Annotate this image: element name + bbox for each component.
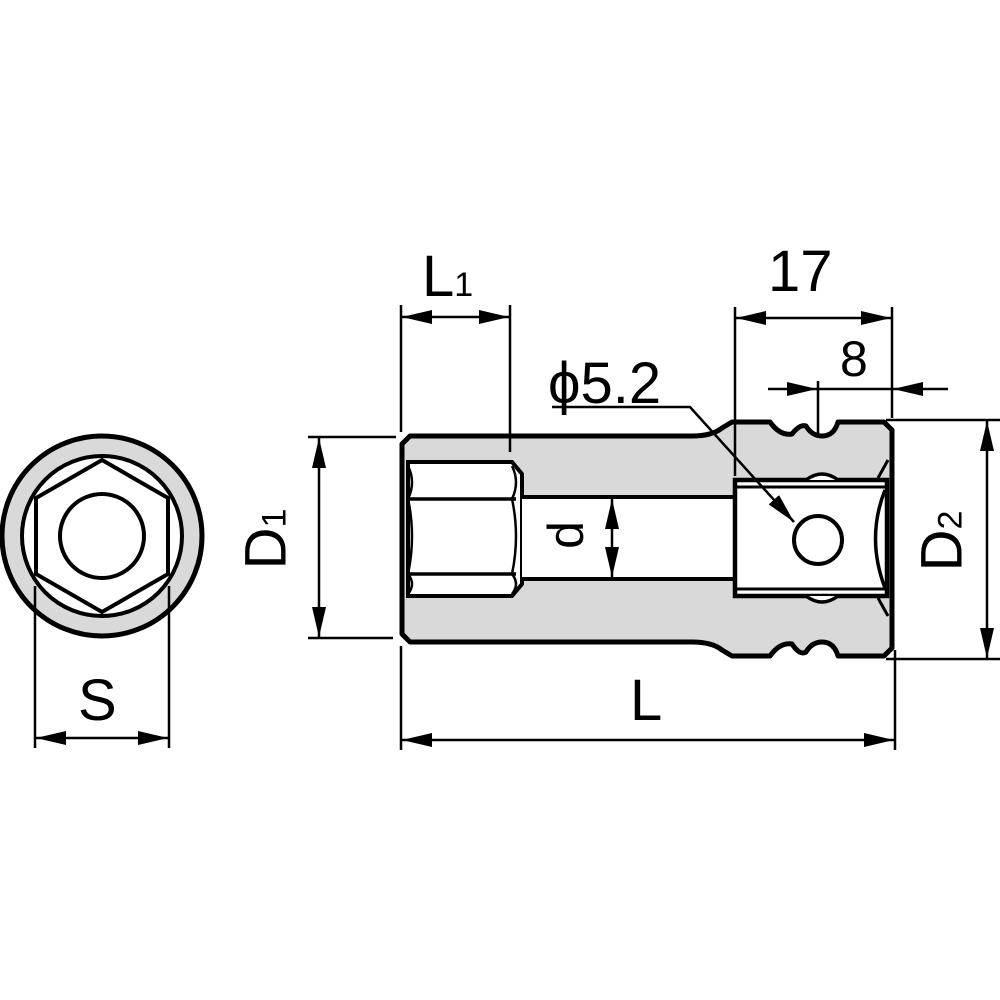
d1-label: D1 [233, 508, 299, 570]
end-view [0, 433, 205, 748]
hex-cavity [406, 460, 524, 598]
l-label: L [630, 668, 663, 733]
center-bore [522, 497, 734, 579]
hole-callout-leader [552, 405, 795, 523]
square-drive-hole [58, 492, 146, 580]
side-view [308, 305, 1000, 750]
d-label: d [537, 521, 594, 549]
dim-8-label: 8 [840, 331, 868, 387]
d2-label: D2 [909, 510, 975, 572]
dim-17-label: 17 [768, 239, 833, 304]
pin-hole [792, 514, 844, 566]
hole-callout-label: ϕ5.2 [548, 351, 662, 416]
s-label: S [78, 668, 117, 733]
l1-label: L1 [422, 244, 474, 309]
